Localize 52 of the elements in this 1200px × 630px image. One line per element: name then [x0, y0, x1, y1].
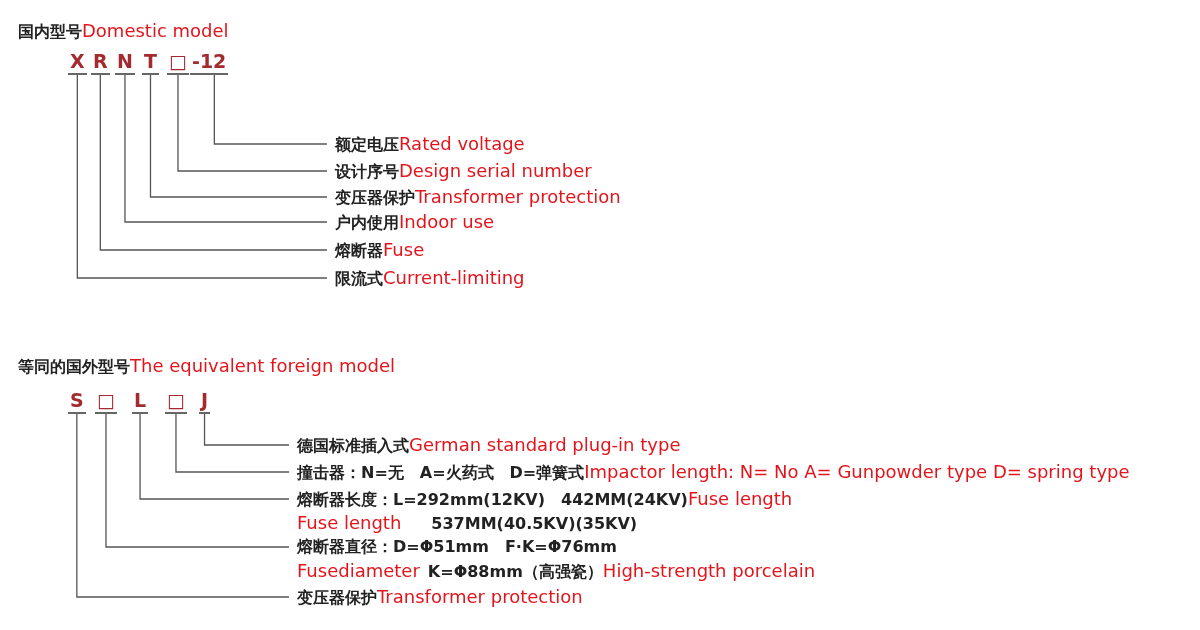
leader-line: [139, 413, 290, 500]
code-letter: T: [142, 50, 159, 75]
description-text: Transformer protection: [415, 186, 621, 207]
description-text: 熔断器: [335, 241, 383, 260]
description-text: 变压器保护: [335, 188, 415, 207]
code-letter: N: [115, 50, 135, 75]
code-letter: S: [68, 389, 86, 414]
description-text: Design serial number: [399, 160, 592, 181]
description-text: 熔断器直径：D=Φ51mm F·K=Φ76mm: [297, 537, 617, 556]
description-text: 户内使用: [335, 213, 399, 232]
description-text: Fuse: [383, 239, 425, 260]
code-letter: -12: [190, 50, 229, 75]
heading-text: Domestic model: [82, 20, 229, 41]
description-text: 537MM(40.5KV)(35KV): [431, 514, 638, 533]
description-text: Fuse length: [687, 488, 793, 509]
heading-text: 国内型号: [18, 22, 82, 41]
leader-line: [76, 413, 290, 598]
description-text: Indoor use: [399, 211, 495, 232]
leader-line: [105, 413, 290, 548]
leader-line: [177, 74, 328, 172]
code-letter: □: [165, 389, 187, 414]
description-text: Rated voltage: [399, 133, 525, 154]
description-text: Current-limiting: [383, 267, 525, 288]
code-letter: R: [91, 50, 110, 75]
leader-line: [76, 74, 328, 279]
description-text: Fusediameter: [297, 560, 420, 581]
description-text: Transformer protection: [377, 586, 583, 607]
leader-line: [149, 74, 328, 198]
description-text: High-strength porcelain: [602, 560, 816, 581]
code-letter: □: [167, 50, 189, 75]
description-text: Fuse length: [297, 512, 402, 533]
leader-line: [175, 413, 290, 473]
code-letter: L: [132, 389, 149, 414]
description-text: 限流式: [335, 269, 383, 288]
description-text: 额定电压: [335, 135, 399, 154]
description-text: 变压器保护: [297, 588, 377, 607]
code-letter: X: [68, 50, 87, 75]
leader-line: [213, 74, 328, 145]
leader-line: [203, 413, 290, 446]
description-text: K=Φ88mm（高强瓷）: [427, 562, 603, 581]
description-text: 熔断器长度：L=292mm(12KV) 442MM(24KV): [297, 490, 688, 509]
description-text: German standard plug-in type: [409, 434, 681, 455]
leader-line: [124, 74, 328, 223]
heading-text: 等同的国外型号: [18, 357, 130, 376]
code-letter: □: [95, 389, 117, 414]
description-text: 德国标准插入式: [297, 436, 409, 455]
description-text: Impactor length: N= No A= Gunpowder type D= spring type: [584, 461, 1130, 482]
description-text: 撞击器：N=无 A=火药式 D=弹簧式: [297, 463, 585, 482]
heading-text: The equivalent foreign model: [130, 355, 396, 376]
leader-line: [99, 74, 328, 251]
description-text: 设计序号: [335, 162, 399, 181]
code-letter: J: [199, 389, 211, 414]
